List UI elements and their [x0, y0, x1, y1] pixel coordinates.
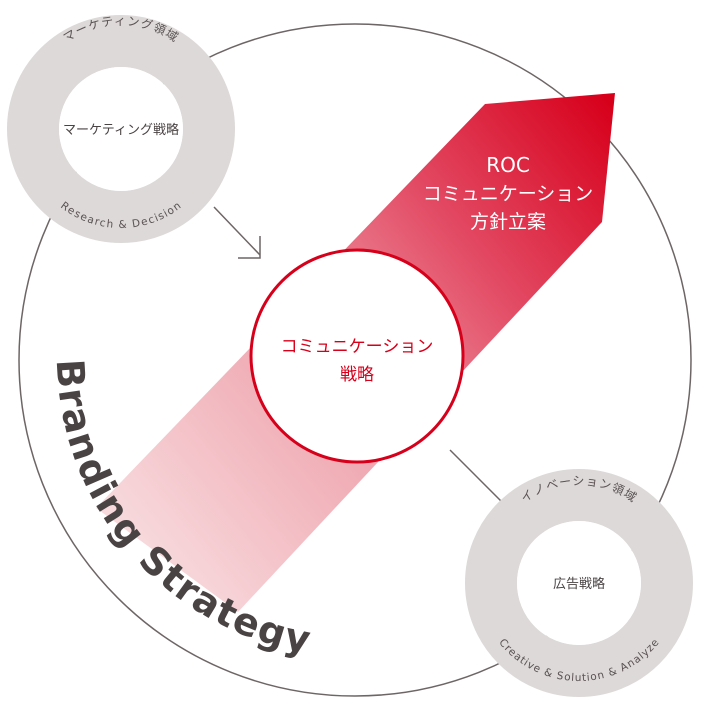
communication-label: コミュニケーション: [281, 337, 434, 357]
marketing-strategy-label: マーケティング戦略: [63, 122, 179, 138]
marketing-inner-circle: [59, 67, 183, 191]
ad-strategy-label: 広告戦略: [553, 576, 605, 592]
marketing-ring: マーケティング領域 マーケティング戦略 Research & Decision: [7, 14, 235, 243]
connector-arrow-top: [213, 206, 261, 259]
roc-policy-label: 方針立案: [470, 211, 546, 233]
innovation-ring: イノベーション領域 広告戦略 Creative & Solution & Ana…: [465, 469, 693, 697]
roc-communication-label: コミュニケーション: [423, 183, 594, 205]
outer-branding-circle: [18, 23, 692, 697]
roc-label: ROC: [486, 153, 530, 177]
strategy-label: 戦略: [340, 365, 374, 385]
innovation-inner-circle: [517, 521, 641, 645]
communication-strategy-circle: [249, 248, 465, 464]
